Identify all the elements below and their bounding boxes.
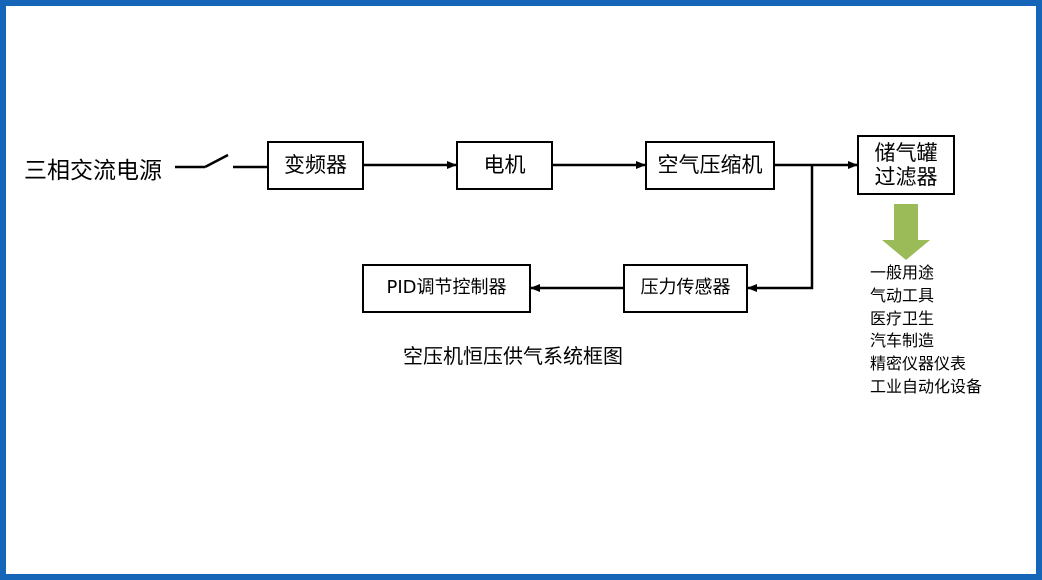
output-arrow-icon xyxy=(882,204,930,260)
tank-filter-block: 储气罐 过滤器 xyxy=(857,135,955,195)
use-item: 工业自动化设备 xyxy=(870,376,983,396)
feedback-wire xyxy=(747,165,814,292)
tank-label: 储气罐 xyxy=(874,140,938,165)
compressor-block: 空气压缩机 xyxy=(645,141,775,190)
pressure-sensor-block: 压力传感器 xyxy=(623,264,748,313)
diagram-caption: 空压机恒压供气系统框图 xyxy=(403,344,623,368)
switch-icon xyxy=(204,153,229,169)
use-item: 医疗卫生 xyxy=(870,308,935,328)
use-item: 精密仪器仪表 xyxy=(870,354,967,374)
inverter-block: 变频器 xyxy=(267,141,364,190)
use-item: 一般用途 xyxy=(870,263,935,282)
uses-list: 一般用途 气动工具 医疗卫生 汽车制造 精密仪器仪表 工业自动化设备 xyxy=(870,262,982,399)
motor-block: 电机 xyxy=(456,141,553,190)
use-item: 气动工具 xyxy=(870,285,935,305)
filter-label: 过滤器 xyxy=(874,165,938,189)
power-source-label: 三相交流电源 xyxy=(24,158,162,184)
use-item: 汽车制造 xyxy=(870,331,935,351)
pid-controller-block: PID调节控制器 xyxy=(362,264,531,313)
